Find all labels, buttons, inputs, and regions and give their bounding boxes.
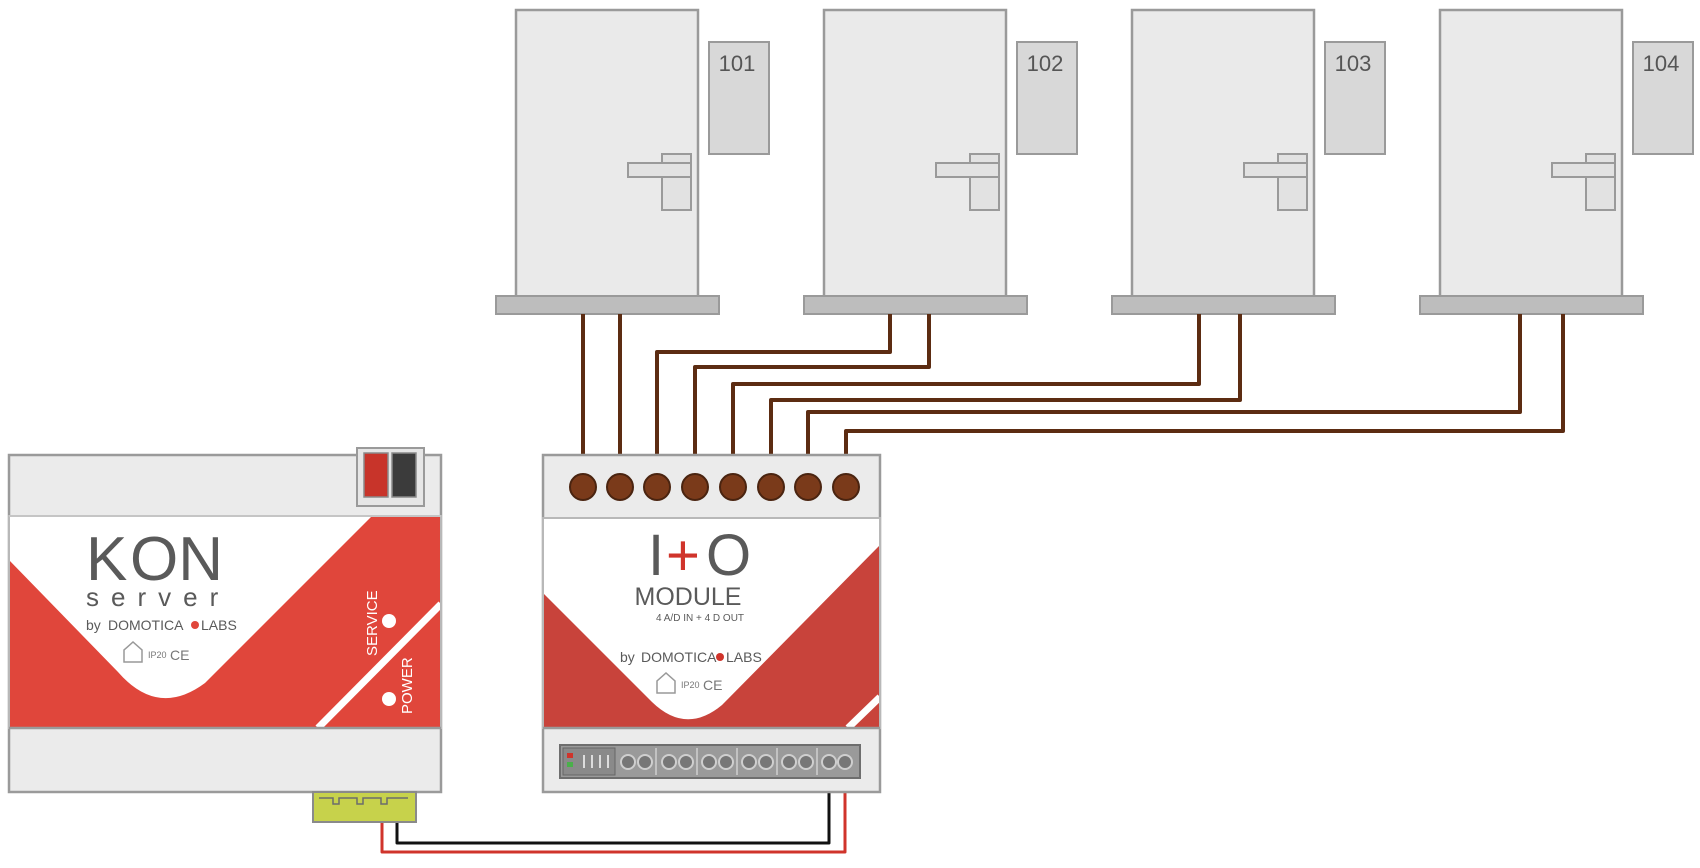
kon-ce-mark: CE <box>170 647 189 663</box>
bus-connector-green <box>312 791 417 823</box>
output-terminal-strip <box>559 744 861 779</box>
io-ip-rating: IP20 <box>681 680 700 690</box>
kon-subtitle: server <box>86 582 230 612</box>
door-103: 103 <box>1111 8 1386 315</box>
kon-server-device: K ON server by DOMOTICA LABS IP20 CE SER… <box>7 447 443 823</box>
kon-logo-k: K <box>86 525 127 594</box>
bus-wire-black <box>395 760 831 845</box>
terminal <box>643 473 671 501</box>
bus-cable <box>380 760 847 854</box>
terminal <box>794 473 822 501</box>
io-logo-o: O <box>706 523 751 588</box>
room-number-101: 101 <box>719 51 756 76</box>
terminal <box>681 473 709 501</box>
io-module-device: I + O MODULE 4 A/D IN + 4 D OUT by DOMOT… <box>541 453 882 794</box>
room-number-plate <box>1324 41 1386 155</box>
house-icon <box>123 640 143 663</box>
io-brand-right: LABS <box>726 649 762 665</box>
service-label: SERVICE <box>364 590 381 656</box>
power-led-icon <box>382 692 396 706</box>
status-led-red-icon <box>567 753 573 758</box>
room-number-plate <box>1632 41 1694 155</box>
io-brand-left: DOMOTICA <box>641 649 717 665</box>
kon-brand-left: DOMOTICA <box>108 617 184 633</box>
service-led-icon <box>382 614 396 628</box>
kon-by: by <box>86 617 101 633</box>
kon-ip-rating: IP20 <box>148 650 167 660</box>
io-module-title: MODULE <box>635 583 742 611</box>
door-104: 104 <box>1419 8 1694 315</box>
io-by: by <box>620 649 635 665</box>
wire-102-b <box>693 314 931 487</box>
room-number-plate <box>1016 41 1078 155</box>
terminal <box>757 473 785 501</box>
io-module-spec: 4 A/D IN + 4 D OUT <box>656 613 744 624</box>
kon-logo-on: ON <box>130 525 223 594</box>
door-102: 102 <box>803 8 1078 315</box>
power-label: POWER <box>399 657 416 714</box>
status-led-green-icon <box>567 762 573 767</box>
wire-104-a <box>806 314 1522 487</box>
terminal <box>569 473 597 501</box>
brand-dot-icon <box>716 653 724 661</box>
io-logo-i: I <box>648 523 664 588</box>
door-101: 101 <box>495 8 770 315</box>
room-number-plate <box>708 41 770 155</box>
terminal <box>832 473 860 501</box>
wire-103-a <box>731 314 1201 487</box>
brand-dot-icon <box>191 621 199 629</box>
input-terminals <box>569 473 860 501</box>
bus-wire-red <box>380 760 847 854</box>
wire-102-a <box>655 314 892 487</box>
room-number-104: 104 <box>1643 51 1680 76</box>
terminal <box>719 473 747 501</box>
io-ce-mark: CE <box>703 677 722 693</box>
io-logo-plus: + <box>666 523 700 588</box>
room-number-102: 102 <box>1027 51 1064 76</box>
house-icon <box>656 671 676 694</box>
wire-103-b <box>769 314 1242 487</box>
terminal <box>606 473 634 501</box>
kon-brand-right: LABS <box>201 617 237 633</box>
room-number-103: 103 <box>1335 51 1372 76</box>
